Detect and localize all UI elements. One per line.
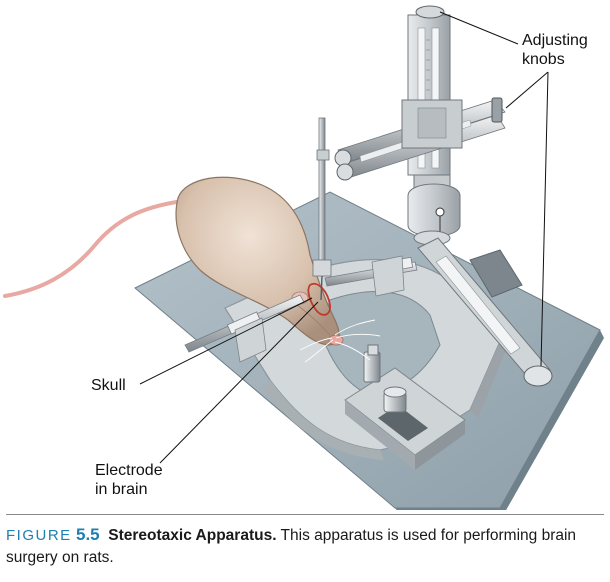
whiskers — [299, 319, 381, 363]
ear-bar-right — [324, 255, 418, 297]
electrode-label-line2: in brain — [95, 481, 148, 498]
caption-title: Stereotaxic Apparatus. — [108, 527, 277, 544]
incisor-bar-block — [344, 344, 466, 470]
ear-bar-left — [184, 294, 305, 363]
caption-divider — [6, 514, 604, 515]
horizontal-arm — [334, 97, 506, 181]
adjusting-knobs-label: Adjusting knobs — [522, 31, 588, 69]
adjusting-label-line2: knobs — [522, 51, 565, 68]
figure-caption: FIGURE 5.5 Stereotaxic Apparatus. This a… — [6, 524, 606, 569]
electrode-label-line1: Electrode — [95, 462, 163, 479]
slide-rail — [417, 237, 553, 387]
label-leaders — [139, 11, 549, 464]
angle-dial — [407, 174, 461, 246]
electrode-label: Electrode in brain — [95, 461, 163, 499]
rat-tail — [3, 198, 192, 298]
skull-outline — [307, 282, 331, 316]
electrode-holder — [312, 117, 332, 301]
stereotaxic-figure — [3, 5, 604, 512]
skull-label: Skull — [91, 377, 126, 394]
caption-figure-word: FIGURE — [6, 527, 72, 544]
caption-figure-number: 5.5 — [75, 525, 100, 544]
caption-text: This apparatus is used for performing br… — [6, 527, 577, 566]
adjusting-label-line1: Adjusting — [522, 32, 588, 49]
